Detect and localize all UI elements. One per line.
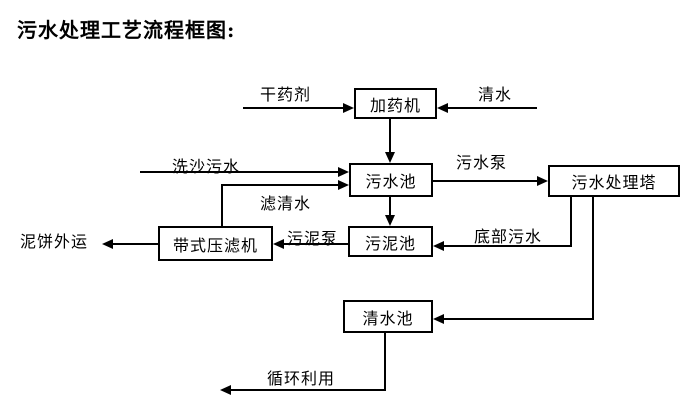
node-belt-filter-press-label: 带式压滤机 bbox=[172, 235, 258, 255]
edge-label-mud-cake-out: 泥饼外运 bbox=[20, 232, 89, 251]
arrowhead-sand-washing-icon bbox=[338, 167, 349, 177]
node-sewage-pool: 污水池 bbox=[349, 163, 433, 197]
node-treatment-tower-label: 污水处理塔 bbox=[571, 173, 657, 192]
connector-clean-water-line bbox=[448, 107, 537, 109]
arrowhead-dosing-to-sewage-icon bbox=[385, 152, 395, 163]
arrowhead-recycling-icon bbox=[220, 385, 231, 395]
edge-label-dry-chemical: 干药剂 bbox=[260, 85, 312, 104]
edge-label-sand-washing-sewage: 洗沙污水 bbox=[172, 157, 241, 176]
edge-label-sewage-pump: 污水泵 bbox=[456, 153, 508, 172]
node-sewage-pool-label: 污水池 bbox=[365, 172, 417, 191]
edge-label-sludge-pump: 污泥泵 bbox=[287, 229, 339, 248]
node-clean-water-pool-label: 清水池 bbox=[362, 308, 414, 328]
connector-bottom-sewage-vertical bbox=[570, 197, 572, 247]
node-belt-filter-press: 带式压滤机 bbox=[158, 226, 273, 261]
page-title: 污水处理工艺流程框图: bbox=[17, 18, 236, 42]
connector-recycling-line bbox=[231, 389, 386, 391]
arrowhead-filtered-water-icon bbox=[338, 180, 349, 190]
node-sludge-pool: 污泥池 bbox=[348, 226, 433, 257]
node-dosing-machine-label: 加药机 bbox=[369, 95, 421, 115]
edge-label-bottom-sewage: 底部污水 bbox=[474, 227, 543, 246]
connector-dry-chemical-line bbox=[243, 107, 343, 109]
connector-mud-cake-line bbox=[113, 243, 158, 245]
connector-sludge-pump-line bbox=[284, 243, 348, 245]
connector-filtered-water-vertical bbox=[221, 184, 223, 226]
arrowhead-mud-cake-icon bbox=[102, 239, 113, 249]
arrowhead-sewage-pump-icon bbox=[537, 176, 548, 186]
node-sludge-pool-label: 污泥池 bbox=[364, 233, 416, 253]
edge-label-clean-water: 清水 bbox=[478, 85, 513, 104]
connector-filtered-water-line bbox=[221, 184, 338, 186]
edge-label-recycling: 循环利用 bbox=[267, 369, 336, 388]
connector-sewage-to-sludge-line bbox=[389, 197, 391, 216]
connector-bottom-sewage-line bbox=[444, 245, 572, 247]
connector-recycling-vertical bbox=[384, 333, 386, 391]
arrowhead-tower-to-clean-icon bbox=[433, 314, 444, 324]
node-treatment-tower: 污水处理塔 bbox=[548, 165, 680, 197]
node-clean-water-pool: 清水池 bbox=[343, 300, 433, 333]
arrowhead-sewage-to-sludge-icon bbox=[385, 215, 395, 226]
connector-tower-to-clean-line bbox=[444, 318, 594, 320]
arrowhead-sludge-pump-icon bbox=[273, 239, 284, 249]
connector-sand-washing-line bbox=[140, 171, 338, 173]
connector-dosing-to-sewage-line bbox=[389, 119, 391, 153]
arrowhead-bottom-sewage-icon bbox=[433, 241, 444, 251]
edge-label-filtered-water: 滤清水 bbox=[260, 194, 312, 213]
arrowhead-clean-water-icon bbox=[437, 103, 448, 113]
connector-sewage-pump-line bbox=[433, 180, 537, 182]
connector-tower-to-clean-vertical bbox=[592, 197, 594, 320]
arrowhead-dry-chemical-icon bbox=[343, 103, 354, 113]
node-dosing-machine: 加药机 bbox=[354, 88, 437, 119]
